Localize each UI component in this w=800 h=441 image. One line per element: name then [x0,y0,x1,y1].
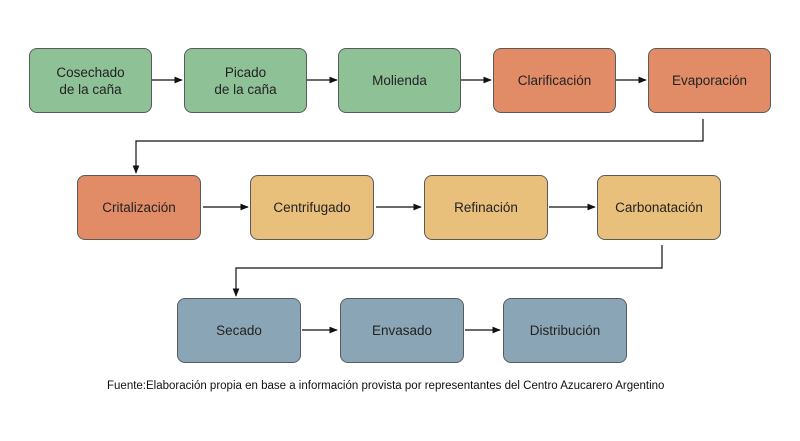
arrow-evaporacion-critalizacion [132,119,704,174]
step-carbonatacion: Carbonatación [597,175,721,240]
source-note: Fuente:Elaboración propia en base a info… [107,380,665,392]
step-envasado-label: Envasado [371,323,433,338]
step-cosechado: Cosechado de la caña [29,48,152,113]
step-clarificacion-label: Clarificación [517,73,592,88]
step-distribucion-label: Distribución [529,323,601,338]
step-clarificacion: Clarificación [493,48,616,113]
step-critalizacion: Critalización [77,175,201,240]
step-centrifugado: Centrifugado [250,175,374,240]
step-evaporacion: Evaporación [648,48,771,113]
step-critalizacion-label: Critalización [102,200,176,215]
arrow-carbonatacion-secado [232,245,663,297]
step-secado: Secado [177,298,301,363]
step-picado-label: Picado de la caña [214,64,277,97]
step-molienda-label: Molienda [372,73,427,88]
step-distribucion: Distribución [503,298,627,363]
step-envasado: Envasado [340,298,464,363]
step-molienda: Molienda [338,48,461,113]
step-secado-label: Secado [216,323,262,338]
step-refinacion: Refinación [424,175,548,240]
step-centrifugado-label: Centrifugado [273,200,351,215]
step-picado: Picado de la caña [184,48,307,113]
step-evaporacion-label: Evaporación [671,73,748,88]
step-carbonatacion-label: Carbonatación [615,200,703,215]
step-refinacion-label: Refinación [454,200,518,215]
step-cosechado-label: Cosechado de la caña [56,64,125,97]
